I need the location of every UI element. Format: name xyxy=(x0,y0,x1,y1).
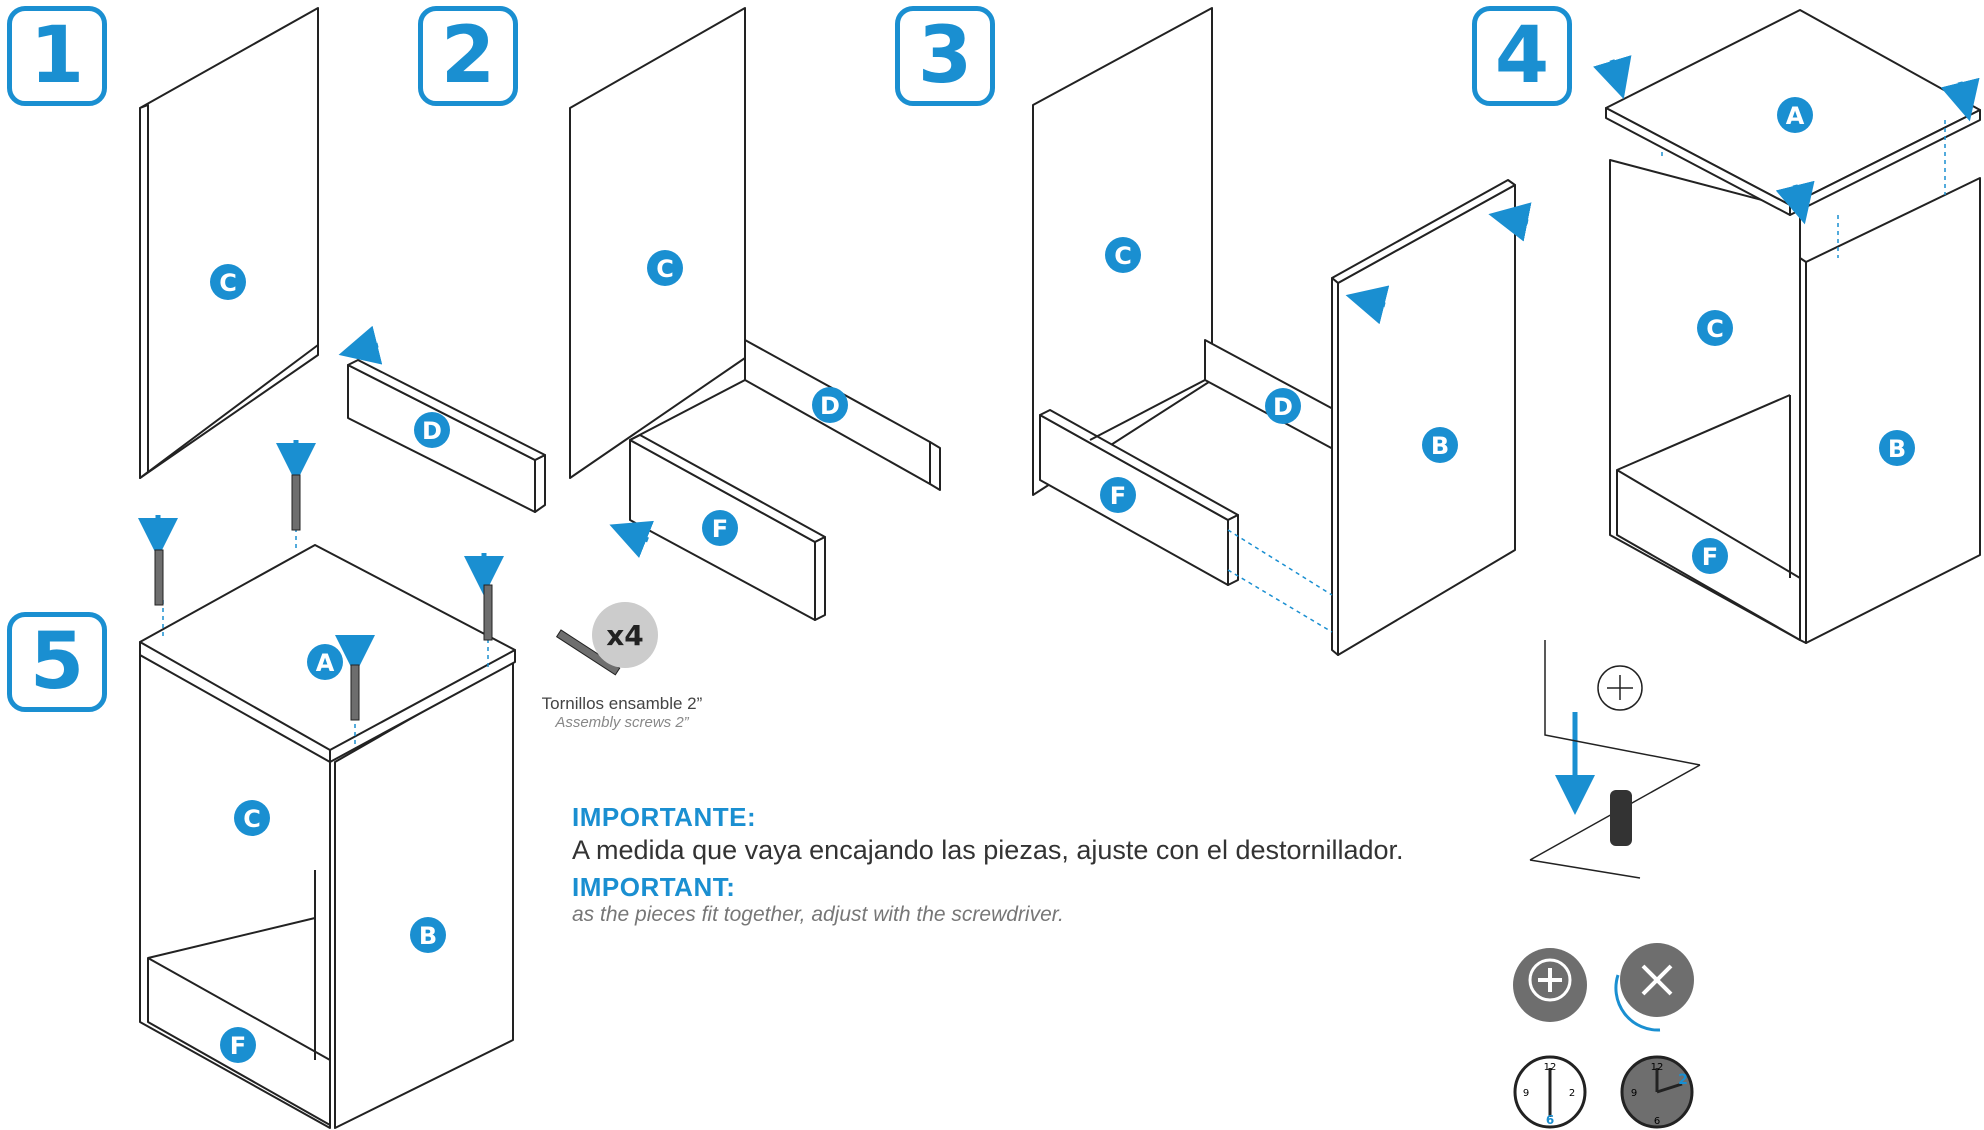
step-1-badge: 1 xyxy=(7,6,107,106)
svg-text:B: B xyxy=(1431,432,1449,460)
panel-f-edge xyxy=(1227,514,1239,586)
arrows xyxy=(138,55,1980,815)
step-3-badge: 3 xyxy=(895,6,995,106)
part-label-b: B xyxy=(1422,427,1458,463)
panel-f-edge xyxy=(814,536,826,621)
svg-text:6: 6 xyxy=(1654,1116,1660,1127)
clock-icon: 12 9 2 6 xyxy=(1620,1055,1694,1129)
screws xyxy=(154,474,621,721)
step-5-drawing xyxy=(139,544,516,1129)
svg-text:12: 12 xyxy=(1544,1062,1557,1073)
part-label-c: C xyxy=(234,800,270,836)
screwdriver-icon xyxy=(1610,790,1632,846)
svg-text:D: D xyxy=(422,417,442,445)
svg-text:F: F xyxy=(1702,543,1718,571)
step-number: 3 xyxy=(917,11,973,101)
screw-count: x4 xyxy=(606,619,644,652)
tighten-icon xyxy=(1513,948,1587,1022)
note-text-es: A medida que vaya encajando las piezas, … xyxy=(572,835,1404,865)
svg-text:A: A xyxy=(316,649,335,677)
screw-caption-es: Tornillos ensamble 2” xyxy=(541,694,703,713)
part-label-c: C xyxy=(1105,237,1141,273)
step-1-drawing xyxy=(139,7,546,513)
panel-a-edge2 xyxy=(329,649,516,763)
part-label-c: C xyxy=(647,250,683,286)
part-label-f: F xyxy=(220,1027,256,1063)
note-text-en: as the pieces fit together, adjust with … xyxy=(572,903,1064,926)
step-number: 4 xyxy=(1494,11,1550,101)
svg-text:9: 9 xyxy=(1631,1088,1637,1099)
note-heading-es: IMPORTANTE: xyxy=(572,802,757,832)
svg-text:2: 2 xyxy=(1678,1072,1688,1088)
screw-icon xyxy=(350,664,360,721)
svg-text:F: F xyxy=(1110,482,1126,510)
step-5-badge: 5 xyxy=(7,612,107,712)
part-label-c: C xyxy=(1697,310,1733,346)
step-2-drawing xyxy=(569,7,941,621)
panel-c xyxy=(569,7,746,479)
part-label-b: B xyxy=(1879,430,1915,466)
panel-d-edge xyxy=(534,454,546,513)
important-note: IMPORTANTE: A medida que vaya encajando … xyxy=(572,802,1472,927)
svg-text:A: A xyxy=(1786,102,1805,130)
part-label-c: C xyxy=(210,264,246,300)
screw-icon xyxy=(154,549,164,606)
svg-text:2: 2 xyxy=(1569,1088,1575,1099)
svg-text:D: D xyxy=(820,392,840,420)
loosen-icon xyxy=(1614,943,1694,1032)
svg-text:C: C xyxy=(219,269,237,297)
svg-text:C: C xyxy=(1114,242,1132,270)
part-label-d: D xyxy=(812,387,848,423)
part-labels: C D C D F C D F B A C B F A C B F xyxy=(210,97,1915,1063)
svg-text:B: B xyxy=(1888,435,1906,463)
svg-text:C: C xyxy=(656,255,674,283)
step-number: 2 xyxy=(440,11,496,101)
screw-caption-en: Assembly screws 2” xyxy=(555,714,689,731)
part-label-a: A xyxy=(1777,97,1813,133)
screw-icon xyxy=(555,629,621,676)
svg-text:9: 9 xyxy=(1523,1088,1529,1099)
screw-count-badge xyxy=(592,602,658,668)
part-label-d: D xyxy=(414,412,450,448)
step-number: 1 xyxy=(29,11,85,101)
part-label-d: D xyxy=(1265,388,1301,424)
svg-text:D: D xyxy=(1273,393,1293,421)
part-label-b: B xyxy=(410,917,446,953)
note-heading-en: IMPORTANT: xyxy=(572,872,736,902)
step-2-badge: 2 xyxy=(418,6,518,106)
panel-b xyxy=(1337,184,1516,656)
step-number: 5 xyxy=(29,617,85,707)
svg-text:C: C xyxy=(1706,315,1724,343)
svg-text:F: F xyxy=(712,515,728,543)
panel-b xyxy=(1805,177,1981,644)
part-label-f: F xyxy=(1100,477,1136,513)
panel-d-edge xyxy=(929,441,941,491)
panel-b-edge xyxy=(1331,277,1339,656)
svg-text:F: F xyxy=(230,1032,246,1060)
panel-c xyxy=(139,7,319,479)
svg-text:12: 12 xyxy=(1651,1062,1664,1073)
svg-text:C: C xyxy=(243,805,261,833)
clock-icon: 12 9 2 6 xyxy=(1513,1055,1587,1129)
svg-text:B: B xyxy=(419,922,437,950)
step-4-badge: 4 xyxy=(1472,6,1572,106)
part-label-f: F xyxy=(1692,538,1728,574)
svg-text:6: 6 xyxy=(1546,1113,1554,1127)
panel-c-edge xyxy=(139,104,149,479)
screw-caption: Tornillos ensamble 2” Assembly screws 2” xyxy=(522,694,722,731)
screw-icon xyxy=(291,474,301,531)
step-3-drawing xyxy=(1032,7,1516,656)
part-label-f: F xyxy=(702,510,738,546)
part-label-a: A xyxy=(307,644,343,680)
screw-icon xyxy=(483,584,493,641)
